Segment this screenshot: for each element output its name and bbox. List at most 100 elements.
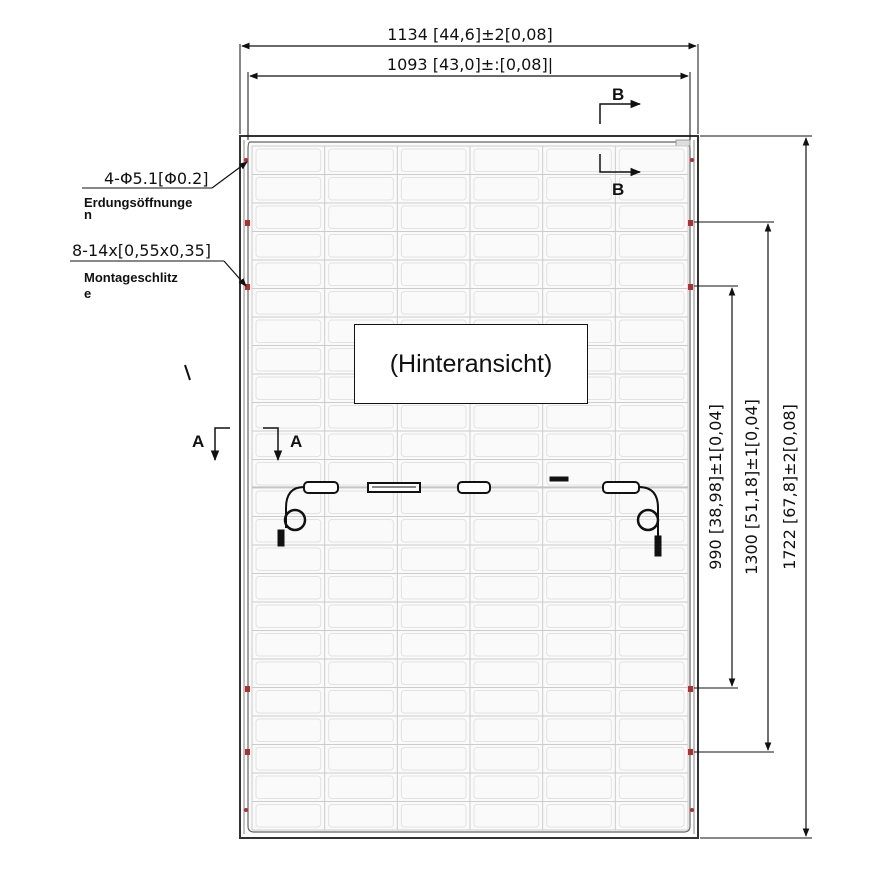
solar-cell bbox=[400, 747, 467, 771]
solar-cell bbox=[473, 661, 540, 685]
hole-distance-990-label: 990 [38,98]±1[0,04] bbox=[706, 404, 725, 570]
solar-cell bbox=[328, 633, 394, 657]
solar-cell bbox=[546, 291, 612, 315]
mounting-slots-spec: 8-14x[0,55x0,35] bbox=[72, 241, 211, 260]
solar-cell bbox=[546, 604, 612, 628]
solar-cell bbox=[400, 576, 467, 600]
solar-cell bbox=[328, 262, 394, 286]
solar-cell bbox=[328, 775, 394, 799]
solar-cell bbox=[255, 604, 322, 628]
solar-cell bbox=[400, 177, 467, 201]
solar-cell bbox=[328, 177, 394, 201]
solar-cell bbox=[473, 547, 540, 571]
solar-cell bbox=[255, 804, 322, 828]
solar-cell bbox=[400, 690, 467, 714]
solar-cell bbox=[618, 747, 685, 771]
solar-cell bbox=[328, 519, 394, 543]
grounding-holes-spec: 4-Φ5.1[Φ0.2] bbox=[104, 169, 209, 188]
solar-cell bbox=[546, 490, 612, 514]
solar-cell bbox=[255, 547, 322, 571]
solar-cell bbox=[400, 148, 467, 172]
solar-cell bbox=[400, 547, 467, 571]
solar-cell bbox=[618, 148, 685, 172]
solar-cell bbox=[400, 661, 467, 685]
solar-cell bbox=[546, 576, 612, 600]
solar-cell bbox=[546, 148, 612, 172]
solar-cell bbox=[255, 690, 322, 714]
solar-cell bbox=[255, 633, 322, 657]
view-label: (Hinteransicht) bbox=[354, 324, 588, 404]
solar-cell bbox=[618, 604, 685, 628]
solar-cell bbox=[618, 177, 685, 201]
solar-cell bbox=[328, 604, 394, 628]
solar-cell bbox=[328, 433, 394, 457]
solar-cell bbox=[546, 519, 612, 543]
solar-cell bbox=[400, 718, 467, 742]
solar-cell bbox=[473, 148, 540, 172]
solar-cell bbox=[618, 804, 685, 828]
section-b-top: B bbox=[612, 85, 624, 104]
solar-cell bbox=[546, 633, 612, 657]
solar-cell bbox=[473, 291, 540, 315]
solar-cell bbox=[400, 633, 467, 657]
solar-cell bbox=[255, 234, 322, 258]
grounding-holes-label-wrap: n bbox=[84, 207, 92, 222]
solar-cell bbox=[400, 490, 467, 514]
solar-cell bbox=[473, 576, 540, 600]
solar-cell bbox=[400, 234, 467, 258]
solar-cell bbox=[473, 718, 540, 742]
solar-cell bbox=[546, 234, 612, 258]
solar-cell bbox=[400, 804, 467, 828]
solar-cell bbox=[618, 205, 685, 229]
grounding-holes-label: Erdungsöffnunge bbox=[84, 195, 192, 210]
solar-cell bbox=[328, 547, 394, 571]
inner-width-label: 1093 [43,0]±:[0,08]| bbox=[387, 55, 553, 74]
solar-cell bbox=[546, 177, 612, 201]
solar-cell bbox=[546, 747, 612, 771]
solar-cell bbox=[618, 718, 685, 742]
callouts: 4-Φ5.1[Φ0.2] Erdungsöffnunge n 8-14x[0,5… bbox=[70, 161, 248, 381]
width-dimensions: 1134 [44,6]±2[0,08] 1093 [43,0]±:[0,08]| bbox=[239, 25, 699, 140]
solar-cell bbox=[255, 177, 322, 201]
solar-cell bbox=[255, 291, 322, 315]
solar-cell bbox=[546, 262, 612, 286]
solar-cell bbox=[400, 405, 467, 429]
solar-cell bbox=[473, 747, 540, 771]
solar-cell bbox=[255, 348, 322, 372]
solar-cell bbox=[328, 462, 394, 486]
solar-cell bbox=[473, 604, 540, 628]
solar-cell bbox=[255, 319, 322, 343]
solar-cell bbox=[618, 547, 685, 571]
solar-cell bbox=[328, 718, 394, 742]
solar-cell bbox=[618, 576, 685, 600]
solar-cell bbox=[328, 690, 394, 714]
solar-cell bbox=[473, 490, 540, 514]
solar-cell bbox=[255, 148, 322, 172]
solar-cell bbox=[328, 747, 394, 771]
solar-cell bbox=[255, 661, 322, 685]
section-b-markers: B B bbox=[599, 85, 642, 199]
solar-cell bbox=[473, 462, 540, 486]
height-dimensions: 990 [38,98]±1[0,04] 1300 [51,18]±1[0,04]… bbox=[694, 135, 812, 839]
solar-cell bbox=[546, 547, 612, 571]
solar-cell bbox=[473, 519, 540, 543]
solar-cell bbox=[618, 633, 685, 657]
solar-cell bbox=[255, 519, 322, 543]
solar-cell bbox=[618, 462, 685, 486]
solar-cell bbox=[400, 775, 467, 799]
solar-cell bbox=[328, 405, 394, 429]
solar-cell bbox=[546, 804, 612, 828]
solar-cell bbox=[255, 405, 322, 429]
solar-cell bbox=[255, 775, 322, 799]
solar-cell bbox=[546, 690, 612, 714]
overall-height-label: 1722 [67,8]±2[0,08] bbox=[780, 404, 799, 570]
section-a-right: A bbox=[290, 432, 302, 451]
solar-cell bbox=[400, 519, 467, 543]
solar-cell bbox=[473, 633, 540, 657]
solar-cell bbox=[400, 604, 467, 628]
solar-cell bbox=[328, 661, 394, 685]
solar-cell bbox=[328, 576, 394, 600]
mounting-slots-label: Montageschlitz bbox=[84, 270, 178, 285]
